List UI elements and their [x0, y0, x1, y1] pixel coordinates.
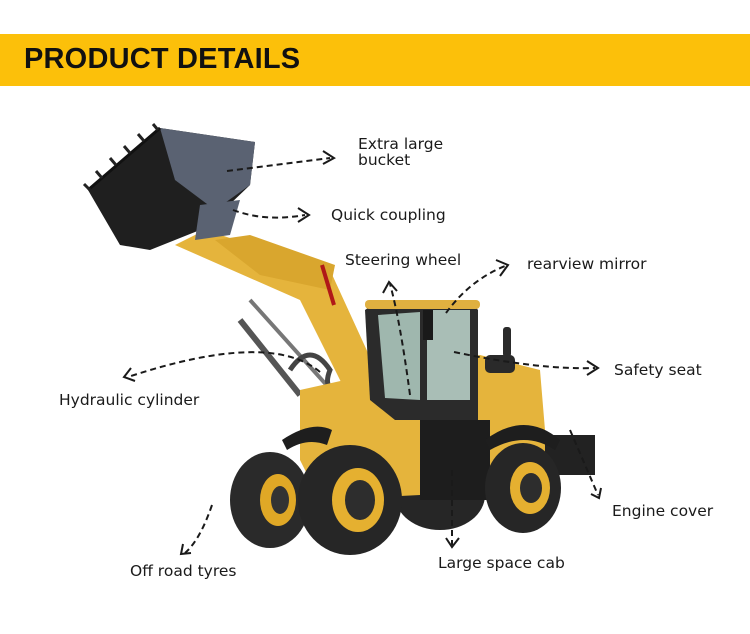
- callout-large-space-cab: Large space cab: [438, 554, 565, 572]
- page-title: PRODUCT DETAILS: [24, 43, 301, 75]
- callout-rearview-mirror: rearview mirror: [527, 255, 647, 273]
- callout-bucket-line2: bucket: [358, 151, 411, 169]
- callout-lines: [127, 157, 599, 554]
- callout-engine-cover: Engine cover: [612, 502, 714, 520]
- callout-quick-coupling: Quick coupling: [331, 206, 446, 224]
- rear-left-tyre-icon: [230, 452, 310, 548]
- cab-icon: [365, 300, 480, 420]
- callout-hydraulic-cylinder: Hydraulic cylinder: [59, 391, 200, 409]
- callout-safety-seat: Safety seat: [614, 361, 702, 379]
- bucket-icon: [82, 123, 255, 250]
- front-tyre-icon: [298, 445, 402, 555]
- callout-steering-wheel: Steering wheel: [345, 251, 462, 269]
- header-banner: PRODUCT DETAILS: [0, 34, 750, 86]
- arrowheads: [122, 150, 602, 556]
- callout-off-road-tyres: Off road tyres: [130, 562, 237, 580]
- callout-bucket-line1: Extra large: [358, 135, 444, 153]
- rear-right-tyre-icon: [485, 443, 561, 533]
